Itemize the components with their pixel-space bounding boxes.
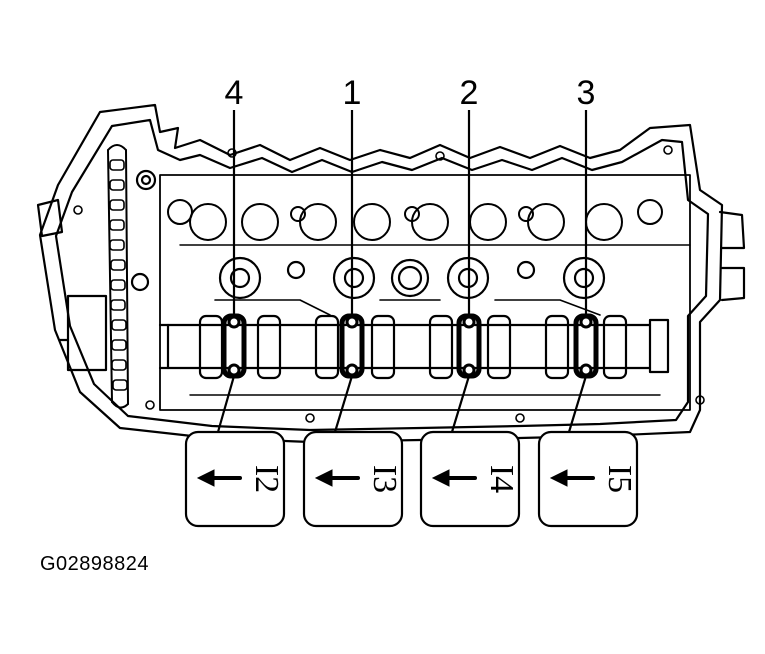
left-arrow-icon bbox=[549, 469, 595, 487]
number-leaders bbox=[232, 110, 588, 318]
valve-bores bbox=[167, 199, 663, 241]
cap-tag-i3: I3 bbox=[366, 465, 403, 493]
left-arrow-icon bbox=[196, 469, 242, 487]
left-arrow-icon bbox=[431, 469, 477, 487]
left-arrow-icons bbox=[196, 469, 595, 487]
sequence-number-3: 3 bbox=[577, 74, 596, 112]
cam-sprocket bbox=[66, 294, 108, 372]
timing-chain-links bbox=[109, 159, 128, 391]
cap-tag-i5: I5 bbox=[601, 465, 638, 493]
tag-leaders bbox=[216, 375, 588, 433]
sequence-number-4: 4 bbox=[225, 74, 244, 112]
cam-journal-bosses bbox=[218, 256, 606, 300]
left-arrow-icon bbox=[314, 469, 360, 487]
timing-chain bbox=[107, 144, 129, 409]
figure-caption: G02898824 bbox=[40, 553, 150, 575]
cap-tag-i2: I2 bbox=[248, 465, 285, 493]
sequence-number-2: 2 bbox=[460, 74, 479, 112]
sequence-number-1: 1 bbox=[343, 74, 362, 112]
cap-tag-i4: I4 bbox=[483, 465, 520, 493]
